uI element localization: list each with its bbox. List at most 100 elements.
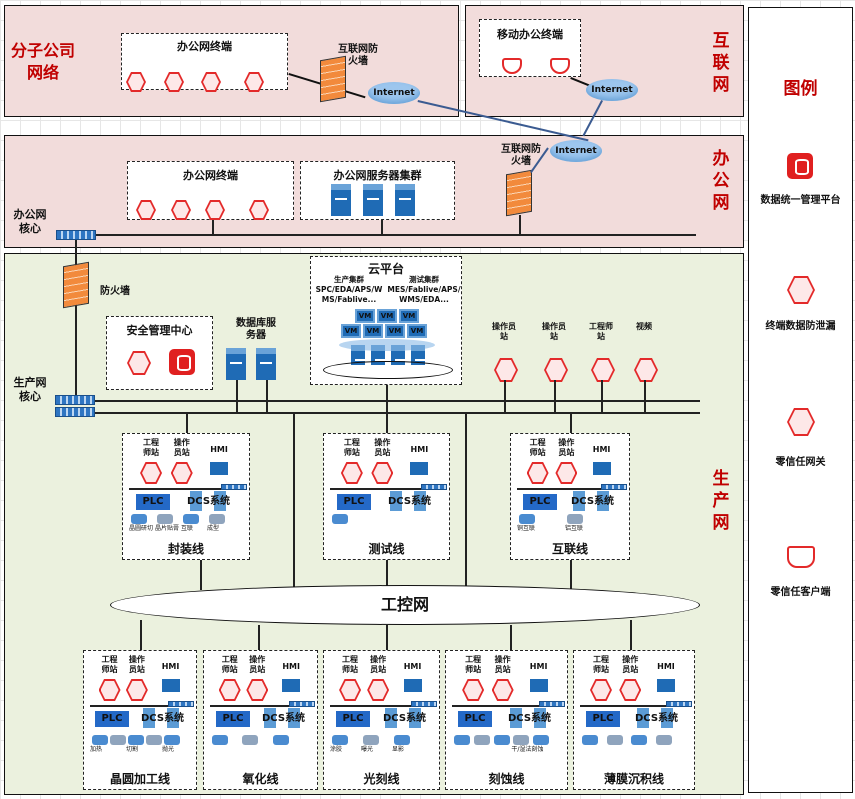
equipment-icon	[582, 735, 598, 745]
link-line	[504, 380, 506, 413]
operator-station-label: 操作员站	[249, 655, 266, 674]
engineer-station-label: 工程师站	[342, 655, 359, 674]
field-switch-icon	[289, 701, 315, 707]
legend-label: 零信任客户端	[770, 587, 831, 598]
line-name: 氧化线	[242, 772, 279, 786]
hmi-label: HMI	[410, 445, 429, 454]
plc-icon: PLC	[458, 711, 492, 727]
equipment-icon	[209, 514, 225, 524]
equipment-icon	[157, 514, 173, 524]
field-switch-icon	[539, 701, 565, 707]
server-icon	[331, 184, 351, 216]
link-line	[554, 380, 556, 413]
cloud-platform-title: 云平台	[367, 262, 404, 276]
hmi-label: HMI	[529, 662, 548, 671]
dlp-hex-icon	[340, 462, 363, 484]
internet-zone-label: 互联网	[712, 31, 730, 95]
station-label: 视频	[636, 322, 652, 331]
dcs-label: DCS系统	[388, 496, 432, 507]
dlp-hex-icon	[136, 200, 156, 220]
link-line	[386, 385, 388, 413]
zero-trust-client-icon	[502, 58, 522, 74]
dcs-cabinet-icon	[510, 708, 522, 728]
link-line	[200, 560, 202, 590]
branch-firewall-label: 互联网防火墙	[338, 44, 378, 67]
database-management-icon	[169, 349, 195, 375]
hmi-panel-icon	[410, 462, 429, 475]
equipment-icon	[128, 735, 144, 745]
dlp-hex-icon	[634, 358, 658, 382]
field-switch-icon	[601, 484, 627, 490]
hmi-panel-icon	[161, 679, 180, 692]
equipment-label: 涂胶	[330, 746, 343, 753]
dlp-hex-icon	[339, 679, 362, 701]
firewall-icon	[320, 55, 346, 103]
legend-label: 数据统一管理平台	[760, 195, 841, 206]
link-line	[386, 560, 388, 588]
fieldbus-line	[90, 705, 192, 707]
branch-terminals-title: 办公网终端	[177, 40, 232, 53]
cloud-ring-network	[323, 361, 453, 379]
equipment-icon	[146, 735, 162, 745]
engineer-station-label: 工程师站	[221, 655, 238, 674]
zero-trust-gateway-icon	[787, 408, 815, 436]
legend-panel: 图例 数据统一管理平台 终端数据防泄漏 零信任网关 零信任客户端	[748, 7, 853, 793]
dcs-cabinet-icon	[143, 708, 155, 728]
plc-icon: PLC	[136, 494, 170, 510]
dcs-label: DCS系统	[571, 496, 615, 507]
dcs-cabinet-icon	[637, 708, 649, 728]
link-line	[644, 380, 646, 413]
dcs-cabinet-icon	[573, 491, 585, 511]
hmi-label: HMI	[161, 662, 180, 671]
dlp-hex-icon	[246, 679, 269, 701]
equipment-label: 成型	[207, 525, 220, 532]
plc-icon: PLC	[523, 494, 557, 510]
field-switch-icon	[666, 701, 692, 707]
equipment-icon	[394, 735, 410, 745]
equipment-icon	[242, 735, 259, 745]
equipment-label: 切割	[126, 746, 139, 753]
dcs-cabinet-icon	[597, 491, 609, 511]
vm-icon: VM	[407, 324, 427, 338]
station-label: 操作员站	[542, 322, 566, 341]
dlp-hex-icon	[249, 200, 269, 220]
branch-terminals-group: 办公网终端	[121, 33, 288, 92]
hmi-label: HMI	[403, 662, 422, 671]
fieldbus-line	[580, 705, 690, 707]
line-name: 互联线	[551, 542, 588, 556]
equipment-label: 晶圆研切	[129, 525, 154, 532]
ics-network-ring: 工控网	[110, 585, 700, 625]
server-icon	[391, 345, 407, 365]
security-center-title: 安全管理中心	[126, 324, 193, 337]
firewall-icon	[506, 169, 532, 217]
equipment-icon	[454, 735, 470, 745]
production-core-switch-icon	[55, 407, 95, 417]
vm-icon: VM	[363, 324, 383, 338]
equipment-icon	[92, 735, 108, 745]
zero-trust-client-icon	[550, 58, 570, 74]
dcs-label: DCS系统	[262, 713, 306, 724]
db-server-icon	[256, 348, 276, 380]
field-switch-icon	[168, 701, 194, 707]
operator-station-label: 操作员站	[494, 655, 511, 674]
operator-station-label: 操作员站	[558, 438, 575, 457]
engineer-station-label: 工程师站	[101, 655, 118, 674]
dcs-cabinet-icon	[414, 491, 426, 511]
equipment-icon	[519, 514, 535, 524]
dlp-hex-icon	[619, 679, 642, 701]
database-management-icon	[787, 153, 813, 179]
server-icon	[411, 345, 427, 365]
dcs-label: DCS系统	[187, 496, 231, 507]
station-label: 工程师站	[589, 322, 613, 341]
dlp-hex-icon	[494, 358, 518, 382]
operator-station-label: 操作员站	[173, 438, 190, 457]
vm-icon: VM	[355, 309, 375, 323]
branch-zone-label: 分子公司网络	[11, 41, 76, 82]
